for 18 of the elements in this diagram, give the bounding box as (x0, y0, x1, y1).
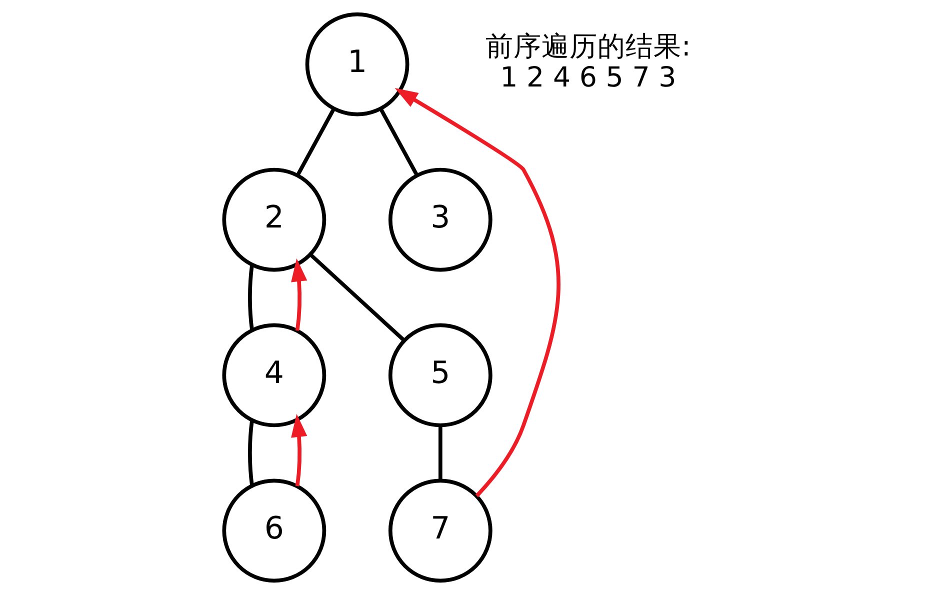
arrow (291, 414, 308, 486)
label: 前序遍历的结果: (486, 30, 691, 63)
connector (378, 108, 419, 176)
node-circle: 5 (388, 323, 492, 428)
connector (296, 108, 336, 176)
node-circle: 3 (388, 168, 492, 272)
connector (438, 425, 442, 480)
connector (248, 264, 254, 330)
node-circle: 4 (222, 323, 326, 428)
node-circle: 1 (305, 12, 410, 116)
connector (309, 253, 406, 342)
node-circle: 6 (222, 478, 326, 583)
node-circle: 7 (388, 478, 492, 583)
node-circle: 2 (222, 168, 326, 272)
arrow (291, 258, 308, 331)
connector (248, 420, 254, 486)
arrow (394, 88, 560, 498)
label: 1 2 4 6 5 7 3 (500, 60, 676, 94)
